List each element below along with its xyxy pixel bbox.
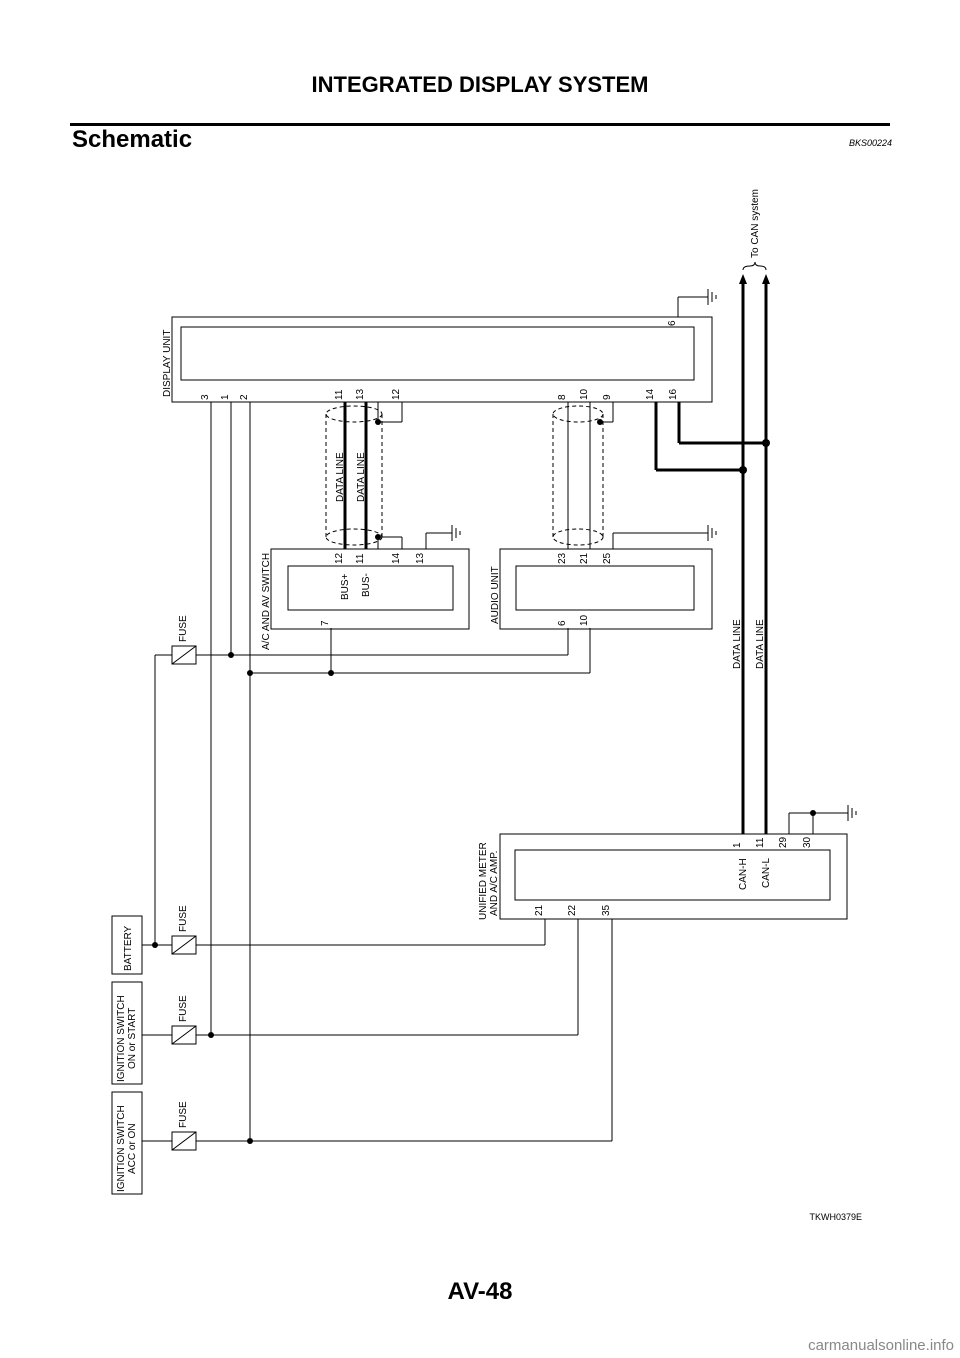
audio-unit-label: AUDIO UNIT xyxy=(490,566,501,624)
data-line-label: DATA LINE xyxy=(335,452,346,502)
pin-number: 25 xyxy=(602,552,613,564)
ign-start-label-2: ON or START xyxy=(127,1008,138,1069)
ign-acc-box xyxy=(111,1091,143,1195)
fuse-label: FUSE xyxy=(178,905,189,932)
pin-number: 3 xyxy=(200,394,211,400)
header-rule xyxy=(70,123,890,126)
junction-dot xyxy=(810,810,816,816)
watermark: carmanualsonline.info xyxy=(808,1337,954,1354)
junction-dot xyxy=(247,670,253,676)
pin-number: 16 xyxy=(668,388,679,400)
battery-label: BATTERY xyxy=(123,925,134,971)
can-l-label: CAN-L xyxy=(761,858,772,888)
pin-number: 1 xyxy=(732,842,743,848)
section-title: Schematic xyxy=(72,126,193,153)
pin-number: 14 xyxy=(645,388,656,400)
pin-number: 7 xyxy=(320,620,331,626)
junction-dot xyxy=(739,466,747,474)
display-unit-box xyxy=(171,316,713,403)
data-line-label: DATA LINE xyxy=(356,452,367,502)
meter-label-1: UNIFIED METER xyxy=(478,842,489,920)
data-line-label: DATA LINE xyxy=(732,619,743,669)
junction-dot xyxy=(597,419,603,425)
pin-number: 10 xyxy=(579,388,590,400)
pin-number: 6 xyxy=(667,320,678,326)
meter-box xyxy=(499,833,848,920)
ac-switch-box xyxy=(270,548,470,630)
junction-dot xyxy=(208,1032,214,1038)
fuse-label: FUSE xyxy=(178,995,189,1022)
pin-number: 12 xyxy=(334,552,345,564)
pin-number: 21 xyxy=(579,552,590,564)
pin-number: 12 xyxy=(391,388,402,400)
pin-number: 10 xyxy=(579,614,590,626)
can-system-label: To CAN system xyxy=(750,189,761,258)
pin-number: 21 xyxy=(534,904,545,916)
pin-number: 30 xyxy=(802,836,813,848)
bus-minus-label: BUS- xyxy=(361,573,372,597)
pin-number: 2 xyxy=(239,394,250,400)
junction-dot xyxy=(328,670,334,676)
ign-start-label-1: IGNITION SWITCH xyxy=(116,995,127,1082)
junction-dot xyxy=(228,652,234,658)
fuse-label: FUSE xyxy=(178,1101,189,1128)
pin-number: 11 xyxy=(755,837,766,848)
ign-start-box xyxy=(111,981,143,1085)
ign-acc-label-2: ACC or ON xyxy=(127,1123,138,1174)
section-code: BKS00224 xyxy=(848,138,892,148)
junction-dot xyxy=(247,1138,253,1144)
header-title: INTEGRATED DISPLAY SYSTEM xyxy=(311,72,649,97)
audio-unit-box xyxy=(499,548,713,630)
fuse-label: FUSE xyxy=(178,615,189,642)
pin-number: 35 xyxy=(601,904,612,916)
pin-number: 11 xyxy=(334,389,345,400)
pin-number: 11 xyxy=(355,553,366,564)
bus-plus-label: BUS+ xyxy=(340,573,351,600)
junction-dot xyxy=(375,419,381,425)
pin-number: 29 xyxy=(778,836,789,848)
pin-number: 22 xyxy=(567,904,578,916)
display-unit-label: DISPLAY UNIT xyxy=(162,330,173,397)
pin-number: 13 xyxy=(415,552,426,564)
page-number: AV-48 xyxy=(447,1278,513,1305)
pin-number: 6 xyxy=(557,620,568,626)
pin-number: 1 xyxy=(220,394,231,400)
junction-dot xyxy=(152,942,158,948)
junction-dot xyxy=(762,439,770,447)
data-line-label: DATA LINE xyxy=(755,619,766,669)
display-unit-inner xyxy=(180,326,695,381)
can-h-label: CAN-H xyxy=(738,858,749,890)
ac-switch-label: A/C AND AV SWITCH xyxy=(261,553,272,650)
meter-inner xyxy=(514,849,831,901)
pin-number: 14 xyxy=(391,552,402,564)
pin-number: 23 xyxy=(557,552,568,564)
audio-unit-inner xyxy=(515,565,695,611)
pin-number: 9 xyxy=(602,394,613,400)
pin-number: 8 xyxy=(557,394,568,400)
meter-label-2: AND A/C AMP. xyxy=(489,851,500,916)
ign-acc-label-1: IGNITION SWITCH xyxy=(116,1105,127,1192)
pin-number: 13 xyxy=(355,388,366,400)
junction-dot xyxy=(375,534,381,540)
ac-switch-inner xyxy=(287,565,454,611)
figure-code: TKWH0379E xyxy=(809,1212,862,1222)
